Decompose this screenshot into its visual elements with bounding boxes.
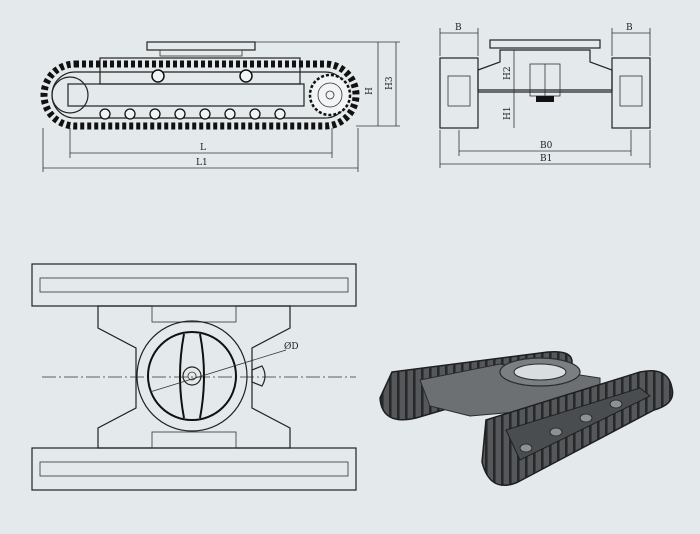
track-left-front (439, 57, 479, 129)
track-chain-side (40, 60, 360, 130)
dim-label-L1: L1 (196, 158, 208, 168)
swivel-lug (251, 365, 266, 387)
slewing-ring-front (489, 39, 601, 49)
dim-label-H: H (365, 87, 375, 95)
dim-label-H3: H3 (385, 76, 395, 90)
track-upper-top (31, 263, 357, 307)
carrier-roller (151, 69, 165, 83)
dim-label-D: ØD (284, 341, 299, 352)
dim-label-B0: B0 (540, 141, 553, 151)
undercarriage-photo (379, 350, 674, 486)
track-lower-top (31, 447, 357, 491)
top-view: ØD (31, 263, 357, 491)
dim-label-H2: H2 (503, 66, 513, 80)
drive-sprocket (308, 73, 352, 117)
track-frame (99, 57, 301, 85)
carrier-roller (239, 69, 253, 83)
dim-label-B1: B1 (540, 154, 552, 164)
dim-label-B-right: B (626, 23, 633, 33)
slewing-ring-outer (136, 320, 248, 432)
slewing-ring-top (146, 41, 256, 51)
dim-label-H1: H1 (503, 106, 513, 120)
front-view: B B H2 H1 B0 B1 (439, 23, 651, 168)
side-view: L L1 H H3 (40, 41, 400, 172)
dim-label-B-left: B (455, 23, 462, 33)
bottom-rollers (99, 108, 286, 120)
slewing-ring-inner (147, 331, 237, 421)
dim-label-L: L (200, 143, 206, 153)
idler-wheel (51, 76, 89, 114)
track-right-front (611, 57, 651, 129)
x-frame (97, 305, 291, 449)
